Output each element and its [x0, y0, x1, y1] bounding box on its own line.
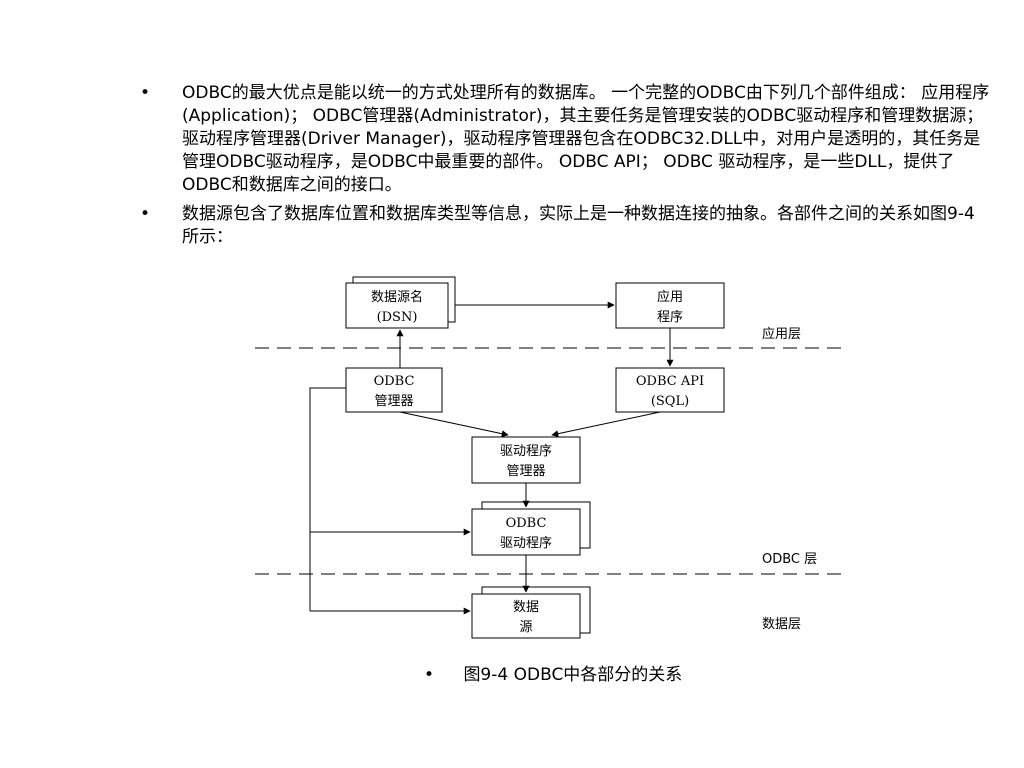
dsn-box-line1: 数据源名 [371, 289, 423, 305]
odbc-administrator-box-line1: ODBC [374, 374, 415, 389]
odbc-api-box: ODBC API (SQL) [615, 367, 725, 413]
data-source-box-line1: 数据 [513, 600, 539, 615]
bullet-text-data-source: 数据源包含了数据库位置和数据库类型等信息，实际上是一种数据连接的抽象。各部件之间… [182, 204, 975, 247]
arrow-admin-to-driver-manager [399, 411, 509, 438]
list-item: • 数据源包含了数据库位置和数据库类型等信息，实际上是一种数据连接的抽象。各部件… [140, 203, 990, 249]
bullet-list: • ODBC的最大优点是能以统一的方式处理所有的数据库。 一个完整的ODBC由下… [140, 82, 990, 255]
odbc-api-box-line1: ODBC API [636, 374, 704, 389]
bullet-dot: • [140, 83, 151, 103]
driver-manager-box: 驱动程序 管理器 [471, 436, 581, 484]
dsn-box-line2: (DSN) [377, 310, 418, 325]
bullet-text-odbc-overview: ODBC的最大优点是能以统一的方式处理所有的数据库。 一个完整的ODBC由下列几… [182, 83, 990, 195]
application-box-line1: 应用 [657, 289, 683, 305]
odbc-driver-box: ODBC 驱动程序 [471, 501, 591, 556]
odbc-driver-box-line1: ODBC [506, 516, 547, 531]
data-source-box: 数据 源 [471, 586, 591, 639]
driver-manager-box-line2: 管理器 [506, 464, 545, 479]
admin-branch-connector [309, 387, 346, 611]
layer-label-odbc: ODBC 层 [762, 552, 817, 567]
odbc-administrator-box: ODBC 管理器 [345, 367, 443, 413]
odbc-api-box-line2: (SQL) [651, 394, 689, 409]
odbc-administrator-box-line2: 管理器 [374, 394, 413, 409]
layer-label-app: 应用层 [762, 326, 801, 342]
list-item: • ODBC的最大优点是能以统一的方式处理所有的数据库。 一个完整的ODBC由下… [140, 82, 990, 197]
bullet-dot: • [140, 204, 151, 224]
application-box-line2: 程序 [657, 310, 683, 325]
driver-manager-box-line1: 驱动程序 [500, 444, 552, 459]
bullet-dot: • [424, 665, 435, 685]
layer-label-data: 数据层 [762, 617, 801, 632]
arrow-api-to-driver-manager [551, 411, 661, 438]
data-source-box-line2: 源 [519, 620, 532, 635]
application-box: 应用 程序 [615, 282, 725, 329]
figure-caption: • 图9-4 ODBC中各部分的关系 [424, 664, 682, 687]
odbc-driver-box-line2: 驱动程序 [500, 536, 552, 551]
figure-caption-text: 图9-4 ODBC中各部分的关系 [463, 665, 683, 685]
dsn-box: 数据源名 (DSN) [345, 276, 456, 329]
